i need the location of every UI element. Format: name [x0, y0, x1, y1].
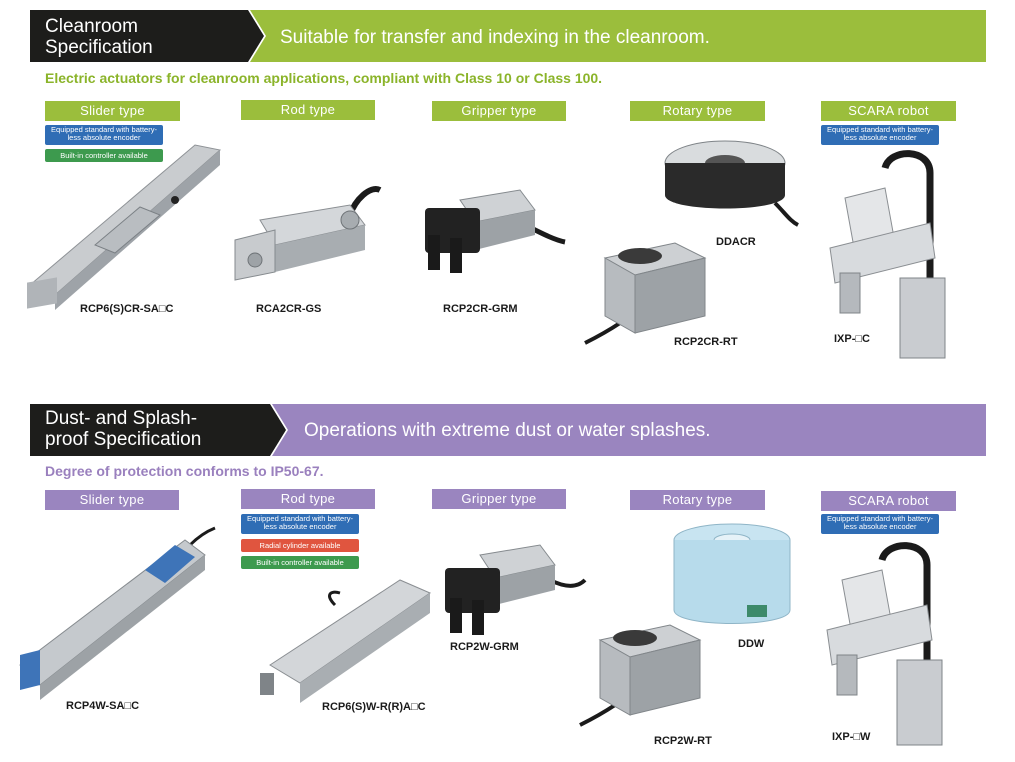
cleanroom-ddacr-model: DDACR: [716, 236, 756, 248]
dustproof-scara-encoder-badge: Equipped standard with battery-less abso…: [821, 514, 939, 534]
cleanroom-ddacr-image: [664, 140, 799, 227]
cleanroom-title: Cleanroom Specification: [45, 16, 153, 58]
cleanroom-rod-model: RCA2CR-GS: [256, 303, 322, 315]
cleanroom-scara-model: IXP-□C: [834, 333, 870, 345]
cleanroom-rod-image: [234, 186, 382, 281]
dustproof-title-line2: proof Specification: [45, 429, 202, 450]
cleanroom-cat-scara: SCARA robot: [821, 101, 956, 121]
cleanroom-cat-slider: Slider type: [45, 101, 180, 121]
cleanroom-scara-image: [829, 150, 946, 359]
cleanroom-slider-model: RCP6(S)CR-SA□C: [80, 303, 174, 315]
dustproof-banner-shape: [30, 404, 986, 456]
cleanroom-cat-rotary: Rotary type: [630, 101, 765, 121]
cleanroom-title-line2: Specification: [45, 37, 153, 58]
dustproof-ddw-model: DDW: [738, 638, 765, 650]
dustproof-rod-encoder-badge: Equipped standard with battery-less abso…: [241, 514, 359, 534]
dustproof-title-line1: Dust- and Splash-: [45, 408, 198, 429]
cleanroom-rcp2cr-rt-model: RCP2CR-RT: [674, 336, 738, 348]
dustproof-subtitle: Degree of protection conforms to IP50-67…: [45, 463, 324, 479]
dustproof-rod-controller-badge: Built-in controller available: [241, 556, 359, 569]
dustproof-cat-scara: SCARA robot: [821, 491, 956, 511]
dustproof-cat-gripper: Gripper type: [432, 489, 566, 509]
dustproof-cat-rotary: Rotary type: [630, 490, 765, 510]
dustproof-banner-text: Operations with extreme dust or water sp…: [304, 420, 711, 441]
cleanroom-scara-encoder-badge: Equipped standard with battery-less abso…: [821, 125, 939, 145]
cleanroom-banner-shape: [30, 10, 986, 62]
cleanroom-slider-controller-badge: Built-in controller available: [45, 149, 163, 162]
cleanroom-gripper-model: RCP2CR-GRM: [443, 303, 518, 315]
cleanroom-title-line1: Cleanroom: [45, 16, 138, 37]
dustproof-gripper-image: [445, 544, 587, 635]
dustproof-gripper-model: RCP2W-GRM: [450, 641, 519, 653]
dustproof-slider-model: RCP4W-SA□C: [66, 700, 140, 712]
cleanroom-cat-gripper: Gripper type: [432, 101, 566, 121]
dustproof-cat-rod: Rod type: [241, 489, 375, 509]
cleanroom-slider-encoder-badge: Equipped standard with battery-less abso…: [45, 125, 163, 145]
dustproof-title: Dust- and Splash- proof Specification: [45, 408, 201, 450]
dustproof-rcp2w-rt-model: RCP2W-RT: [654, 735, 712, 747]
cleanroom-banner-text: Suitable for transfer and indexing in th…: [280, 27, 710, 48]
dustproof-rod-model: RCP6(S)W-R(R)A□C: [322, 701, 426, 713]
cleanroom-gripper-image: [425, 189, 566, 273]
cleanroom-slider-image: [27, 144, 222, 310]
dustproof-rod-image: [260, 579, 432, 703]
cleanroom-subtitle: Electric actuators for cleanroom applica…: [45, 70, 603, 86]
cleanroom-rcp2cr-rt-image: [584, 242, 707, 345]
dustproof-ddw-image: [673, 523, 791, 624]
dustproof-scara-image: [826, 542, 943, 746]
dustproof-cat-slider: Slider type: [45, 490, 179, 510]
dustproof-scara-model: IXP-□W: [832, 731, 871, 743]
dustproof-slider-image: [19, 526, 216, 700]
cleanroom-cat-rod: Rod type: [241, 100, 375, 120]
dustproof-rod-radial-badge: Radial cylinder available: [241, 539, 359, 552]
dustproof-rcp2w-rt-image: [579, 624, 702, 727]
